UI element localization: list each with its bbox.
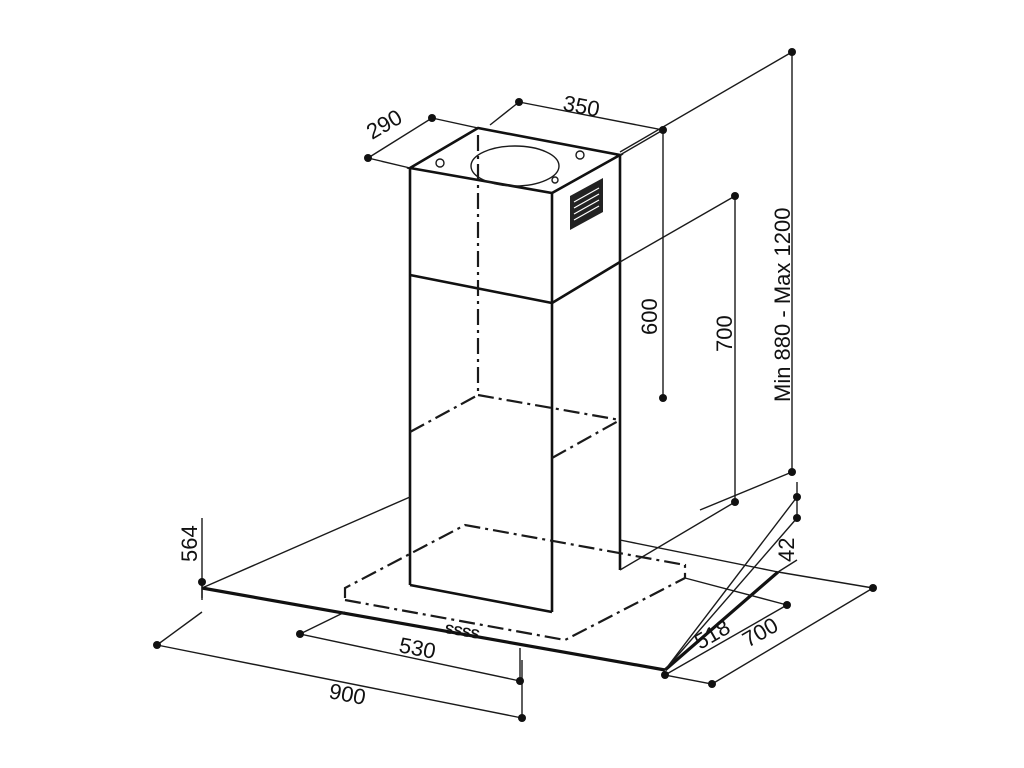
label-42: 42	[774, 538, 799, 562]
label-350: 350	[561, 90, 602, 122]
label-total-height: Min 880 - Max 1200	[770, 208, 795, 402]
glass-canopy	[201, 496, 780, 672]
label-530: 530	[397, 632, 438, 664]
hidden-lines	[343, 135, 687, 642]
exhaust-port	[470, 145, 560, 187]
label-700-vertical: 700	[712, 315, 737, 352]
label-600: 600	[637, 298, 662, 335]
hood-outline	[406, 126, 624, 614]
dimension-lines	[156, 51, 874, 719]
vent-grille	[570, 178, 603, 230]
label-518: 518	[690, 614, 734, 654]
dimension-dots	[153, 48, 877, 722]
label-564: 564	[177, 525, 202, 562]
chimney-top	[406, 126, 624, 195]
brand-mark: SSSS	[444, 621, 481, 642]
label-900: 900	[327, 678, 368, 710]
